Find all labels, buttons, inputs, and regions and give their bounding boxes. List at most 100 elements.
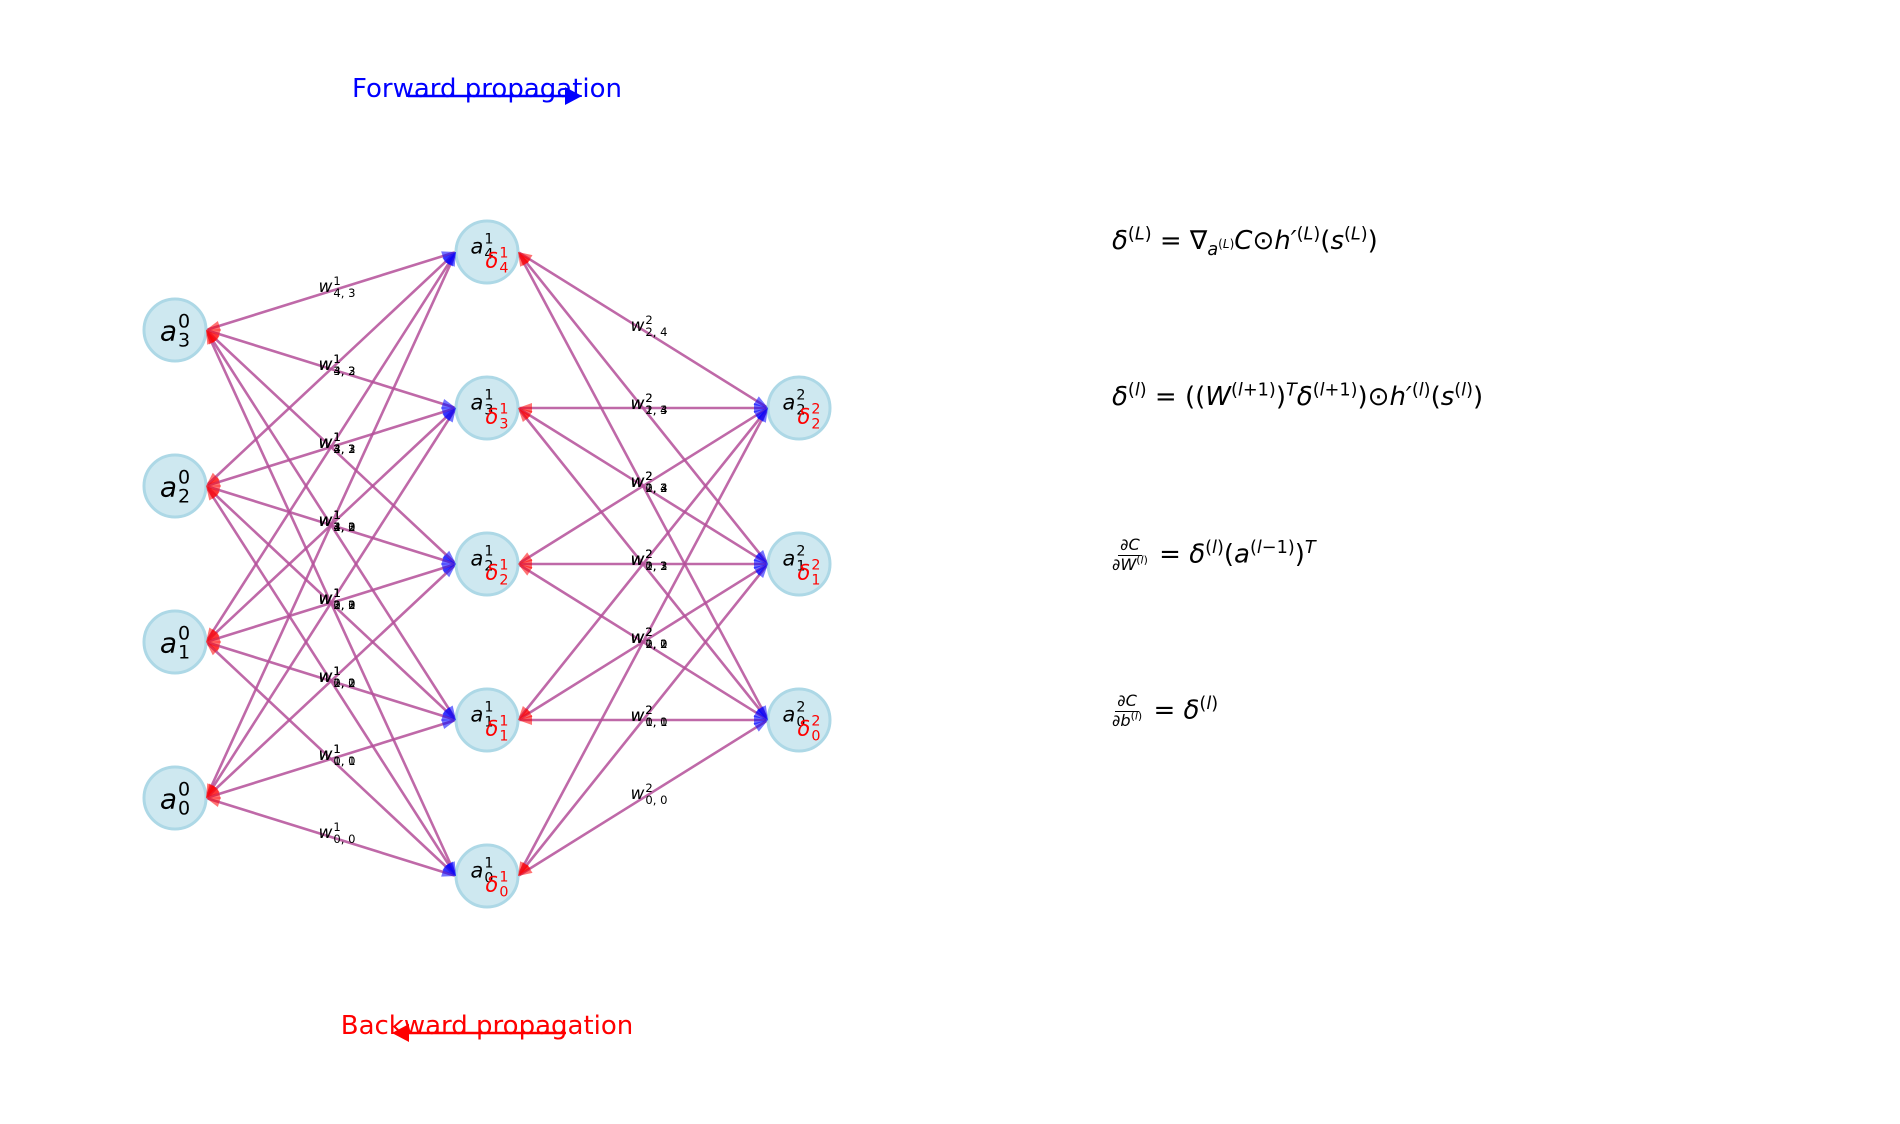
backward-arrowhead-icon [206, 486, 218, 501]
edges [204, 250, 770, 878]
weight-edge [516, 563, 770, 877]
backward-arrowhead-icon [206, 321, 221, 331]
forward-arrowhead-icon [441, 719, 456, 729]
backward-arrowhead-icon [206, 789, 221, 799]
backward-arrowhead-icon [518, 564, 533, 576]
weight-edge [517, 718, 769, 878]
forward-arrowhead-icon [441, 555, 456, 565]
weight-edge [517, 250, 769, 410]
backward-arrowhead-icon [206, 633, 221, 643]
backward-arrowhead-icon [206, 330, 217, 345]
forward-arrowhead-icon [441, 399, 456, 409]
backward-propagation-title: Backward propagation [340, 1011, 634, 1041]
weight-edge [205, 250, 457, 332]
backward-arrowhead-icon [518, 715, 532, 725]
forward-arrowhead-icon [442, 706, 456, 720]
backward-arrowhead-icon [518, 252, 530, 267]
weight-edge [516, 407, 770, 721]
backward-arrowhead-icon [206, 784, 220, 798]
forward-arrowhead-icon [753, 720, 768, 732]
forward-arrowhead-icon [444, 408, 456, 423]
forward-arrowhead-icon [442, 564, 456, 578]
weight-edge [205, 718, 457, 800]
forward-propagation-title: Forward propagation [351, 74, 623, 104]
edge-arrowheads [206, 251, 768, 877]
backward-arrowhead-icon [518, 864, 533, 876]
nodes [142, 219, 832, 909]
weight-edge [205, 796, 457, 878]
forward-arrowhead-icon [756, 408, 768, 423]
weight-edge [205, 563, 457, 799]
backward-arrowhead-icon [206, 642, 220, 656]
forward-arrow [408, 87, 582, 105]
weight-edge [204, 251, 458, 643]
weight-edge [205, 251, 457, 487]
equation-bias-gradient: ∂C∂b(l) = δ(l) [1112, 691, 1219, 730]
equation-output-delta: δ(L) = ∇a(L)C⊙h′(L)(s(L)) [1112, 224, 1378, 261]
forward-arrowhead-icon [441, 867, 456, 877]
backward-arrow [392, 1024, 566, 1042]
backward-arrowhead-icon [206, 628, 220, 642]
weight-edge [204, 251, 458, 799]
backward-arrowhead-icon [206, 472, 220, 486]
forward-arrowhead-icon [755, 564, 768, 579]
equation-weight-gradient: ∂C∂W(l) = δ(l)(a(l−1))T [1112, 535, 1316, 574]
forward-arrowhead-icon [441, 711, 456, 721]
backward-arrowhead-icon [518, 408, 531, 423]
forward-arrowhead-icon [442, 862, 456, 876]
weight-edge [204, 407, 458, 799]
equation-hidden-delta: δ(l) = ((W(l+1))Tδ(l+1))⊙h′(l)(s(l)) [1112, 380, 1484, 412]
